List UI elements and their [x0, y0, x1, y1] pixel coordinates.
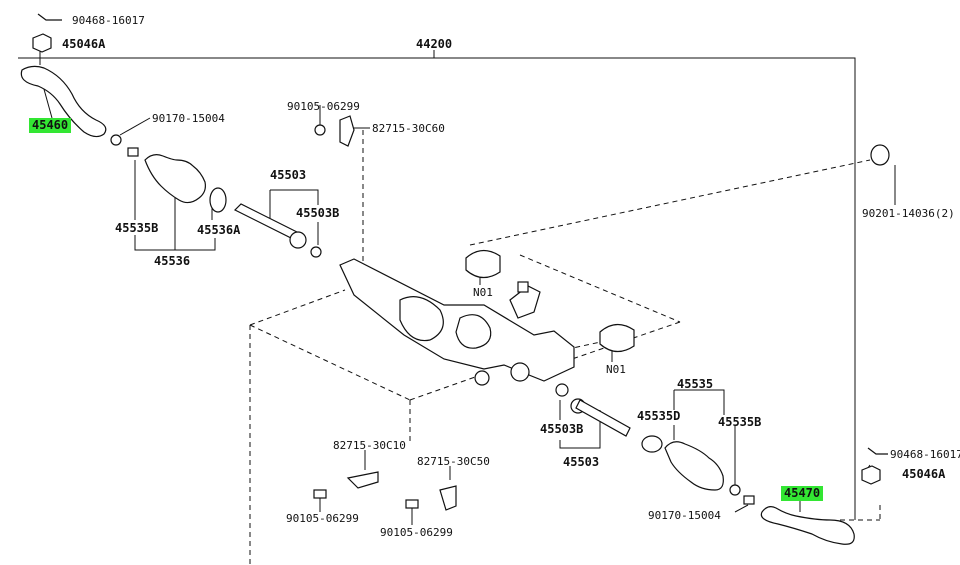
assembly-frame: [18, 57, 856, 520]
clip-top-icon: [37, 13, 62, 21]
label-bolt-mid2: 90105-06299: [380, 526, 453, 539]
label-bolt-mid1: 90105-06299: [286, 512, 359, 525]
bracket-top: [339, 115, 355, 147]
label-clip-right: 90468-16017: [890, 448, 960, 461]
bracket-mid2: [439, 485, 457, 511]
bushing-lower: [599, 323, 635, 353]
label-bushing-upper: N01: [473, 286, 493, 299]
bushing-upper: [465, 249, 501, 279]
label-boot-lh: 45536: [154, 254, 191, 268]
tie-rod-end-rh: [760, 506, 855, 545]
label-tie-rod-sub: 45503B: [296, 206, 340, 220]
label-nut-top: 45046A: [62, 37, 106, 51]
rack-housing: [339, 258, 575, 382]
label-nut-lh: 90170-15004: [152, 112, 225, 125]
label-bracket-mid2: 82715-30C50: [417, 455, 490, 468]
label-boot-rh: 45535: [677, 377, 714, 391]
nut-top-icon: [32, 33, 52, 53]
boot-lh: [144, 154, 206, 204]
nut-right-icon: [861, 465, 881, 485]
label-clip-top: 90468-16017: [72, 14, 145, 27]
label-bracket-top: 82715-30C60: [372, 122, 445, 135]
label-bracket-mid1: 82715-30C10: [333, 439, 406, 452]
label-clip-boot: 45535B: [115, 221, 159, 235]
label-tie-rod-end-rh: 45470: [781, 486, 824, 501]
bracket-mid1: [346, 471, 379, 489]
label-tie-rod-rh: 45503: [563, 455, 600, 469]
inner-tie-rod: [233, 203, 303, 241]
inner-tie-rod-rh: [575, 399, 631, 437]
label-nut-rh: 90170-15004: [648, 509, 721, 522]
label-tie-rod-end-lh: 45460: [29, 118, 72, 133]
label-tie-rod-rh-sub: 45503B: [540, 422, 584, 436]
clip-right-icon: [867, 447, 888, 455]
boot-rh: [664, 441, 724, 491]
label-assembly: 44200: [416, 37, 453, 51]
label-bolt-right: 90201-14036(2): [862, 207, 955, 220]
label-bolt-top: 90105-06299: [287, 100, 360, 113]
label-bushing-lower: N01: [606, 363, 626, 376]
label-clip-rh: 45535B: [718, 415, 762, 429]
label-clamp-rh: 45535D: [637, 409, 681, 423]
washer-right: [870, 144, 890, 166]
label-tie-rod: 45503: [270, 168, 307, 182]
parts: [20, 13, 890, 545]
tie-rod-end-lh: [20, 65, 107, 138]
washer-rh: [555, 383, 569, 397]
label-nut-right: 45046A: [902, 467, 946, 481]
label-boot-clamp: 45536A: [197, 223, 241, 237]
